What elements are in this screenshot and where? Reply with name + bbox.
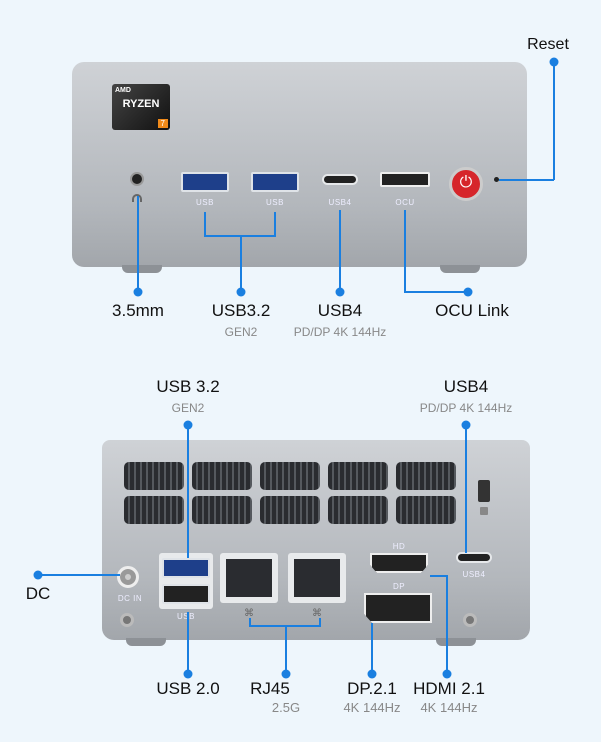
rj45-port xyxy=(220,553,278,603)
port-label: USB xyxy=(196,198,214,207)
ocu-port xyxy=(380,172,430,187)
rear-usb4-sub: PD/DP 4K 144Hz xyxy=(419,401,513,415)
port-label: USB4 xyxy=(328,198,352,207)
rj45-sub: 2.5G xyxy=(271,700,301,715)
usb4-label: USB4 xyxy=(317,301,363,320)
usb20-label: USB 2.0 xyxy=(156,679,220,698)
lock-slot xyxy=(478,480,490,502)
dp-port xyxy=(364,593,432,623)
dc-label: DC xyxy=(25,584,51,603)
dp-label: DP.2.1 xyxy=(347,679,397,698)
dc-jack xyxy=(117,566,139,588)
lock-icon xyxy=(480,507,488,515)
usb-3-port xyxy=(162,558,210,578)
ryzen-text: RYZEN xyxy=(122,98,160,110)
hdmi-label: HDMI 2.1 xyxy=(413,679,485,698)
reset-pinhole[interactable] xyxy=(494,177,499,182)
headphone-icon xyxy=(132,194,142,202)
hdmi-sub: 4K 144Hz xyxy=(420,700,478,715)
rear-usb32-sub: GEN2 xyxy=(171,401,205,415)
port-label: OCU xyxy=(395,198,415,207)
hdmi-port xyxy=(370,553,428,573)
port-label: USB4 xyxy=(462,570,486,579)
usb-c-port xyxy=(456,552,492,563)
port-label: DP xyxy=(392,582,406,591)
network-icon: ⌘ xyxy=(244,608,254,619)
usb4-sub: PD/DP 4K 144Hz xyxy=(293,325,387,339)
foot xyxy=(440,265,480,273)
usb-c-port xyxy=(322,174,358,185)
reset-label: Reset xyxy=(527,36,569,53)
port-label: USB xyxy=(177,612,195,621)
rear-usb32-label: USB 3.2 xyxy=(156,377,220,396)
network-icon: ⌘ xyxy=(312,608,322,619)
rj45-port xyxy=(288,553,346,603)
usb-2-port xyxy=(162,584,210,604)
rear-usb4-label: USB4 xyxy=(443,377,489,396)
audio-jack xyxy=(130,172,144,186)
ryzen-logo: AMD RYZEN 7 xyxy=(112,84,170,130)
usb-a-port xyxy=(251,172,299,192)
usb-a-port xyxy=(181,172,229,192)
port-label: DC IN xyxy=(117,594,143,603)
usb32-sub: GEN2 xyxy=(224,325,258,339)
audio-label: 3.5mm xyxy=(112,301,164,320)
power-button[interactable]: ⏻ xyxy=(449,167,483,201)
tier-text: 7 xyxy=(157,119,168,128)
port-label: HD xyxy=(392,542,406,551)
usb32-label: USB3.2 xyxy=(211,301,271,320)
ocu-label: OCU Link xyxy=(435,301,509,320)
rj45-label: RJ45 xyxy=(250,679,290,698)
foot xyxy=(122,265,162,273)
amd-text: AMD xyxy=(115,87,131,94)
dp-sub: 4K 144Hz xyxy=(343,700,401,715)
port-label: USB xyxy=(266,198,284,207)
